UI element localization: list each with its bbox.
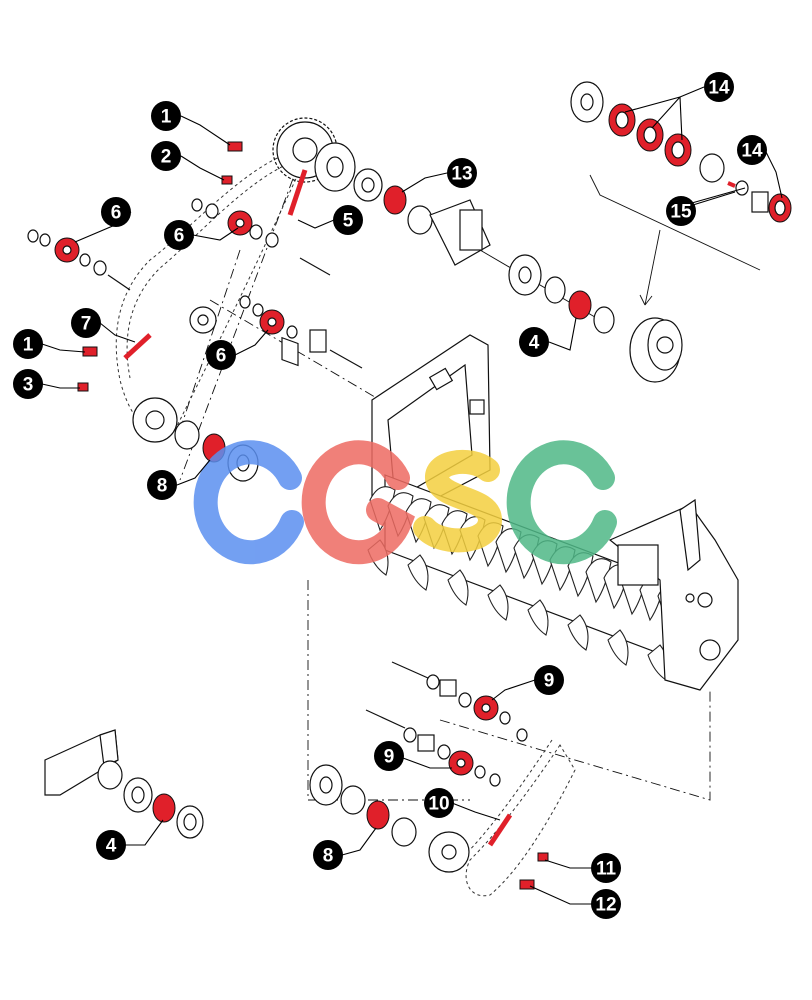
pin-15 (727, 181, 736, 188)
svg-text:10: 10 (428, 794, 449, 815)
chain-link-5 (287, 169, 308, 216)
chain-link-7 (123, 333, 152, 360)
detail-14-15 (570, 81, 792, 223)
bolt-12 (519, 879, 535, 890)
svg-text:1: 1 (161, 107, 172, 128)
link-2 (221, 175, 233, 185)
callout-1-lower: 1 (13, 329, 43, 359)
svg-text:9: 9 (544, 671, 555, 692)
link-3 (77, 382, 89, 392)
svg-text:11: 11 (596, 859, 617, 880)
bearing-4-lower (152, 793, 176, 823)
callout-13: 13 (447, 158, 477, 188)
callout-5: 5 (333, 205, 363, 235)
watermark-logo (193, 440, 617, 565)
callout-3: 3 (13, 369, 43, 399)
chain-loop-upper (115, 149, 306, 481)
chain-loop-lower (461, 739, 576, 897)
callout-1-upper: 1 (151, 101, 181, 131)
svg-text:4: 4 (106, 836, 117, 857)
svg-text:15: 15 (670, 202, 692, 223)
callout-14-right: 14 (737, 135, 767, 165)
lower-left-bracket (44, 729, 204, 839)
callout-6-top: 6 (164, 220, 194, 250)
link-11 (537, 852, 549, 862)
svg-text:13: 13 (451, 164, 472, 185)
svg-text:9: 9 (384, 747, 395, 768)
callout-2: 2 (151, 141, 181, 171)
svg-text:14: 14 (708, 78, 730, 99)
callout-9-upper: 9 (534, 665, 564, 695)
svg-text:6: 6 (111, 203, 122, 224)
svg-text:4: 4 (529, 333, 540, 354)
svg-text:14: 14 (741, 141, 763, 162)
dash-dot-guides (209, 174, 761, 801)
callout-6-left: 6 (101, 197, 131, 227)
svg-text:6: 6 (174, 226, 185, 247)
callouts: 1 2 6 6 5 13 14 14 15 1 7 3 6 4 8 9 9 10… (13, 72, 767, 919)
bearing-13 (383, 185, 407, 215)
svg-text:2: 2 (161, 147, 172, 168)
bolt-1-lower (82, 346, 98, 357)
bolt-1-upper (227, 141, 243, 152)
callout-4-upper: 4 (519, 327, 549, 357)
svg-text:12: 12 (595, 895, 616, 916)
upper-drive-parts (27, 117, 683, 482)
svg-text:6: 6 (216, 346, 227, 367)
callout-9-lower: 9 (374, 741, 404, 771)
callout-12: 12 (591, 889, 621, 919)
callout-8-left: 8 (147, 470, 177, 500)
svg-text:8: 8 (323, 846, 334, 867)
svg-text:5: 5 (343, 211, 354, 232)
callout-8-right: 8 (313, 840, 343, 870)
svg-text:7: 7 (81, 314, 92, 335)
callout-6-center: 6 (206, 340, 236, 370)
chain-link-10 (487, 813, 513, 847)
callout-4-lower: 4 (96, 830, 126, 860)
callout-14-top: 14 (704, 72, 734, 102)
lower-drive-parts (309, 661, 549, 890)
callout-15: 15 (666, 196, 696, 226)
callout-10: 10 (424, 788, 454, 818)
callout-11: 11 (591, 853, 621, 883)
svg-text:3: 3 (23, 375, 34, 396)
leader-lines (41, 86, 783, 905)
rotor-assembly (367, 334, 739, 691)
svg-text:8: 8 (157, 476, 168, 497)
bearing-8-right (366, 800, 390, 830)
callout-7: 7 (71, 308, 101, 338)
bearing-4-upper (568, 290, 592, 320)
svg-text:1: 1 (23, 335, 34, 356)
